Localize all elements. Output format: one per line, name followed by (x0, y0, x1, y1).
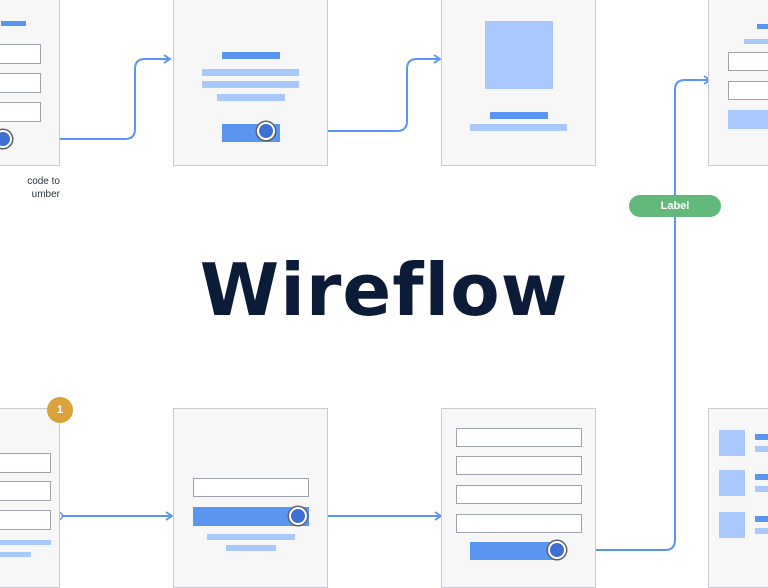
flow-node-dot (257, 122, 275, 140)
wireframe-text-line (755, 446, 768, 452)
flow-node-dot (548, 541, 566, 559)
wireframe-text-line (217, 94, 285, 101)
wireframe-screen-list (708, 408, 768, 588)
wireframe-input-field (728, 52, 768, 71)
connector-top-2 (275, 54, 442, 132)
wireframe-caption-bar (490, 112, 548, 119)
wireframe-text-line (744, 39, 768, 44)
wireframe-screen-signup (0, 408, 60, 588)
wireframe-text-line (226, 545, 276, 551)
wireframe-header-bar (1, 21, 26, 26)
wireframe-screen-media (441, 0, 596, 166)
wireframe-text-line (202, 81, 299, 88)
wireframe-text-line (0, 540, 51, 545)
wireframe-input-field (456, 456, 582, 475)
diagram-title: Wireflow (199, 248, 569, 332)
wireframe-input-field (0, 102, 41, 122)
wireframe-input-field (728, 81, 768, 100)
wireframe-header-bar (757, 24, 768, 29)
wireframe-submit-button (728, 110, 768, 129)
wireframe-thumbnail (719, 430, 745, 456)
wireframe-input-field (0, 44, 41, 64)
wireframe-thumbnail (719, 512, 745, 538)
wireframe-input-field (0, 510, 51, 530)
flow-node-dot (0, 130, 12, 148)
wireframe-input-field (193, 478, 309, 497)
wireframe-primary-button (470, 542, 557, 560)
wireframe-screen-verify (173, 0, 328, 166)
wireframe-input-field (0, 481, 51, 501)
wireframe-input-field (456, 514, 582, 533)
wireframe-input-field (456, 428, 582, 447)
wireframe-text-line (755, 516, 768, 522)
wireframe-text-line (755, 486, 768, 492)
wireframe-text-line (0, 552, 31, 557)
wireframe-text-line (755, 528, 768, 534)
wireframe-primary-button (193, 507, 309, 526)
wireframe-screen-confirm (173, 408, 328, 588)
wireframe-screen-form (708, 0, 768, 166)
wireframe-image-placeholder (485, 21, 553, 89)
wireframe-text-line (755, 474, 768, 480)
wireframe-thumbnail (719, 470, 745, 496)
wireframe-title-bar (222, 52, 280, 59)
wireframe-screen-details (441, 408, 596, 588)
wireframe-input-field (456, 485, 582, 504)
wireframe-text-line (202, 69, 299, 76)
annotation-note: code to umber (27, 176, 60, 200)
connector-top-1 (10, 54, 172, 140)
wireframe-input-field (0, 73, 41, 93)
wireframe-input-field (0, 453, 51, 473)
flow-node-dot (289, 507, 307, 525)
wireframe-text-line (207, 534, 295, 540)
step-number-badge: 1 (47, 397, 73, 423)
wireframe-text-line (470, 124, 567, 131)
wireframe-text-line (755, 434, 768, 440)
connector-label-pill: Label (629, 195, 721, 217)
connector-vertical (566, 75, 712, 551)
